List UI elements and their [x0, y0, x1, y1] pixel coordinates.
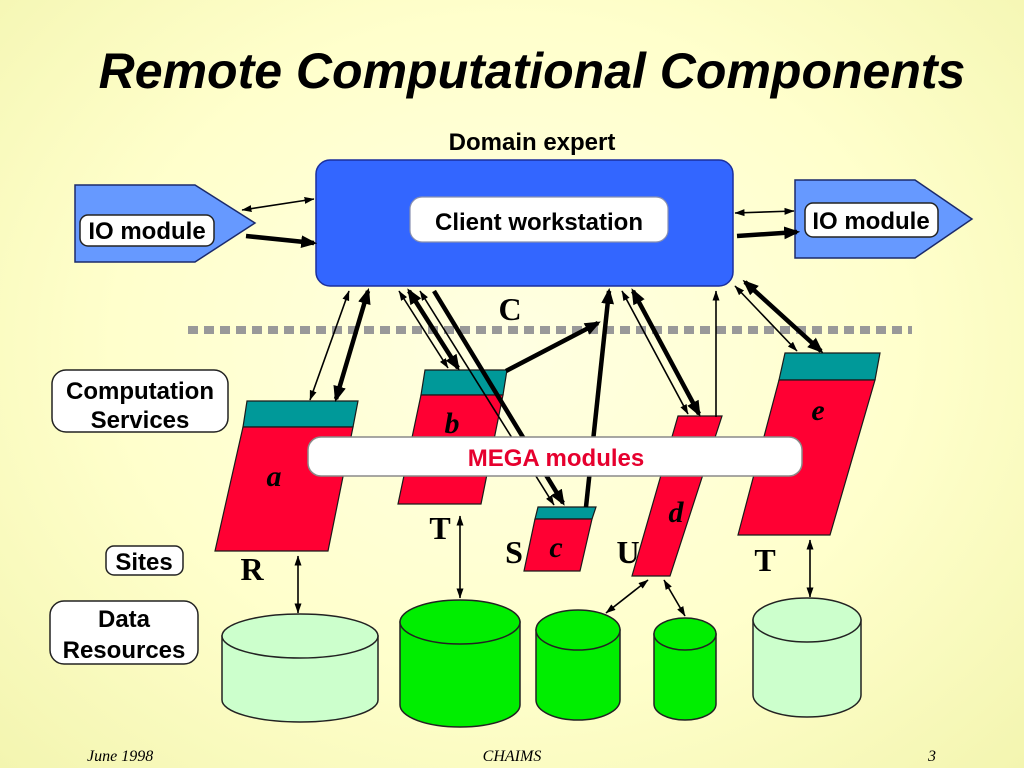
link-a-thick [333, 287, 371, 403]
data-resource-2-top [399, 599, 521, 645]
component-e [737, 352, 881, 536]
data-resource-2 [399, 599, 521, 728]
component-e-body [737, 379, 876, 536]
site-label-c: S [505, 534, 523, 570]
mega-modules-bar: MEGA modules [307, 436, 803, 477]
data-resource-4-top [653, 617, 717, 651]
data-resource-4-body [653, 633, 717, 721]
component-c-header [534, 506, 597, 520]
data-resource-3 [535, 609, 621, 721]
client-workstation-label: Client workstation [435, 209, 643, 236]
computation-services-box [51, 369, 229, 433]
io-module-left-label-box [79, 214, 215, 247]
site-label-e: T [754, 542, 775, 578]
io-module-left: IO module [74, 184, 257, 263]
sites-box [105, 545, 184, 576]
io-module-left-label: IO module [88, 218, 205, 245]
computation-services-line-1: Computation [66, 378, 214, 405]
component-c-label: c [549, 531, 562, 564]
mega-modules-label: MEGA modules [468, 445, 644, 472]
data-resource-3-body [535, 629, 621, 721]
component-a-header [242, 400, 359, 428]
component-a-label: a [267, 460, 282, 493]
link-d-thin [621, 290, 689, 415]
io-module-right: IO module [794, 179, 974, 259]
io-module-right-label-box [804, 202, 939, 238]
component-c-body [523, 518, 593, 572]
component-e-header [778, 352, 881, 381]
data-resources-line-1: Data [98, 606, 151, 633]
site-label-b: T [429, 510, 450, 546]
link-right-io-thin [734, 207, 795, 217]
domain-expert-label: Domain expert [449, 129, 616, 156]
footer-project: CHAIMS [483, 748, 542, 765]
component-b-label: b [445, 407, 460, 440]
data-resource-2-body [399, 621, 521, 728]
component-d-label: d [669, 496, 685, 529]
component-e-label: e [811, 394, 824, 427]
data-resources-tier-label: Data Resources [49, 600, 199, 665]
slide-title: Remote Computational Components [99, 43, 966, 99]
client-workstation-label-box [409, 196, 669, 243]
link-left-io-thin [241, 196, 315, 213]
data-resource-1 [221, 613, 379, 723]
sites-tier-label: Sites [105, 545, 184, 576]
footer-date: June 1998 [87, 748, 153, 765]
data-resource-1-body [221, 635, 379, 723]
data-resource-4 [653, 617, 717, 721]
link-e-thick [742, 279, 824, 354]
data-resources-line-2: Resources [63, 637, 186, 664]
footer-page-number: 3 [927, 748, 936, 765]
data-resource-5-body [752, 619, 862, 718]
mega-modules-box [307, 436, 803, 477]
link-resource-3 [605, 579, 649, 614]
data-resource-3-top [535, 609, 621, 651]
data-resource-1-top [221, 613, 379, 659]
link-left-io-thick [245, 233, 318, 249]
data-resource-5 [752, 597, 862, 718]
site-label-d: U [616, 534, 639, 570]
link-b-to-c-thick [504, 321, 601, 373]
computation-services-line-2: Services [91, 407, 190, 434]
computation-services-tier-label: Computation Services [51, 369, 229, 434]
connectors [241, 196, 824, 617]
link-a-thin [309, 290, 350, 401]
io-module-right-label: IO module [812, 208, 929, 235]
data-resources-box [49, 600, 199, 665]
sites-label: Sites [115, 549, 172, 576]
link-d-thick [631, 288, 701, 417]
site-label-a: R [240, 551, 264, 587]
link-right-io-thick [736, 226, 801, 240]
link-resource-4 [663, 579, 686, 617]
client-boundary-label: C [498, 291, 521, 327]
data-resource-5-top [752, 597, 862, 643]
component-c [523, 506, 597, 572]
client-workstation: Client workstation [315, 159, 734, 287]
